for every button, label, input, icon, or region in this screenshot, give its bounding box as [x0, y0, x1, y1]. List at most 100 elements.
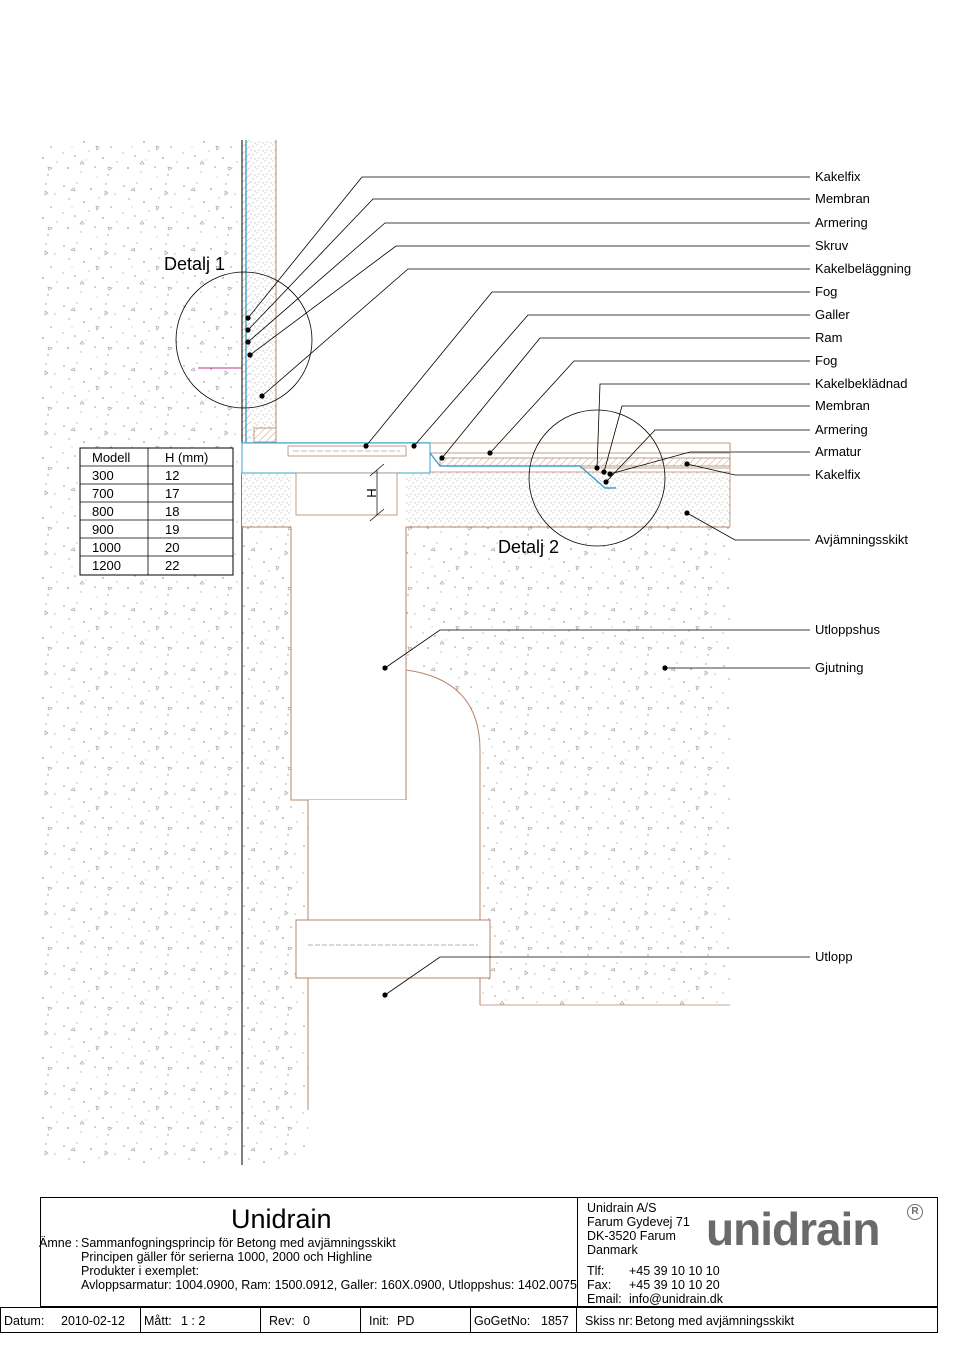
amne-line-3: Produkter i exemplet:	[81, 1264, 200, 1278]
leader-dot	[245, 339, 251, 345]
leader-dot	[684, 510, 690, 516]
amne-line-4: Avloppsarmatur: 1004.0900, Ram: 1500.091…	[81, 1278, 577, 1292]
callout-label: Armering	[815, 215, 868, 230]
skiss-label: Skiss nr:	[585, 1314, 633, 1328]
brand-title: Unidrain	[231, 1204, 332, 1234]
table-cell: 19	[165, 522, 179, 537]
table-header: H (mm)	[165, 450, 208, 465]
callout-label: Kakelbeläggning	[815, 261, 911, 276]
fax-value: +45 39 10 10 20	[629, 1278, 720, 1292]
table-cell: 1000	[92, 540, 121, 555]
init-label: Init:	[369, 1314, 390, 1328]
leader-line	[596, 383, 810, 469]
callout-label: Fog	[815, 353, 837, 368]
registered-icon: R	[907, 1204, 923, 1220]
skiss-value: Betong med avjämningsskikt	[635, 1314, 795, 1328]
callout-label: Membran	[815, 191, 870, 206]
company-name: Unidrain A/S	[587, 1201, 657, 1215]
table-cell: 800	[92, 504, 114, 519]
leader-line	[247, 198, 810, 331]
leader-dot	[247, 352, 253, 358]
leader-dot	[487, 450, 493, 456]
callout-label: Armatur	[815, 444, 862, 459]
callout-label: Kakelfix	[815, 467, 861, 482]
rev-label: Rev:	[269, 1314, 295, 1328]
leader-dot	[363, 443, 369, 449]
callout-label: Gjutning	[815, 660, 863, 675]
callout-label: Fog	[815, 284, 837, 299]
datum-value: 2010-02-12	[61, 1314, 125, 1328]
leader-line	[609, 451, 810, 475]
table-cell: 900	[92, 522, 114, 537]
leader-dot	[603, 479, 609, 485]
leader-line	[489, 360, 810, 454]
leader-dot	[382, 992, 388, 998]
callout-label: Kakelfix	[815, 169, 861, 184]
email-value[interactable]: info@unidrain.dk	[629, 1292, 723, 1306]
fax-label: Fax:	[587, 1278, 612, 1292]
table-cell: 22	[165, 558, 179, 573]
callout-label: Armering	[815, 422, 868, 437]
rev-value: 0	[303, 1314, 310, 1328]
amne-line-2: Principen gäller för serierna 1000, 2000…	[81, 1250, 373, 1264]
detail-2-circle	[528, 409, 666, 547]
company-country: Danmark	[587, 1243, 638, 1257]
leader-line	[413, 314, 810, 447]
table-cell: 300	[92, 468, 114, 483]
leader-dot	[411, 443, 417, 449]
drain-body	[290, 514, 407, 801]
leader-line	[605, 429, 810, 483]
leader-line	[686, 463, 810, 476]
floor-tile	[429, 442, 731, 454]
leader-line	[603, 405, 810, 473]
table-header: Modell	[92, 450, 130, 465]
callout-label: Skruv	[815, 238, 849, 253]
h-dimension-label: H	[364, 488, 379, 497]
leader-dot	[245, 315, 251, 321]
leader-dot	[594, 465, 600, 471]
leader-line	[261, 268, 810, 397]
leader-dot	[601, 469, 607, 475]
leader-line	[247, 222, 810, 343]
company-city: DK-3520 Farum	[587, 1229, 676, 1243]
table-cell: 20	[165, 540, 179, 555]
leader-dot	[607, 471, 613, 477]
datum-label: Datum:	[4, 1314, 45, 1328]
leader-dot	[439, 455, 445, 461]
email-label: Email:	[587, 1292, 622, 1306]
detail-1-label: Detalj 1	[164, 254, 225, 274]
leader-dot	[662, 665, 668, 671]
matt-label: Mått:	[144, 1314, 172, 1328]
company-street: Farum Gydevej 71	[587, 1215, 690, 1229]
amne-line-1: Sammanfogningsprincip för Betong med avj…	[81, 1236, 396, 1250]
detail-1-circle	[175, 271, 313, 409]
leader-line	[249, 245, 810, 356]
leader-dot	[382, 665, 388, 671]
concrete-wall	[40, 140, 242, 1165]
leader-line	[384, 956, 810, 996]
amne-label: Ämne :	[39, 1236, 79, 1250]
table-cell: 1200	[92, 558, 121, 573]
table-cell: 700	[92, 486, 114, 501]
callout-label: Utloppshus	[815, 622, 881, 637]
wall-screed	[250, 140, 276, 445]
callout-label: Utlopp	[815, 949, 853, 964]
table-cell: 18	[165, 504, 179, 519]
leader-line	[384, 629, 810, 669]
concrete-lower	[242, 1005, 308, 1165]
gogetno-label: GoGetNo:	[474, 1314, 531, 1328]
leader-line	[686, 512, 810, 541]
callout-label: Kakelbeklädnad	[815, 376, 908, 391]
table-cell: 17	[165, 486, 179, 501]
callout-label: Ram	[815, 330, 842, 345]
tlf-value: +45 39 10 10 10	[629, 1264, 720, 1278]
leader-line	[441, 337, 810, 459]
leader-dot	[245, 327, 251, 333]
callout-label: Membran	[815, 398, 870, 413]
init-value: PD	[397, 1314, 415, 1328]
leader-dot	[684, 461, 690, 467]
leader-line	[247, 176, 810, 319]
gogetno-value: 1857	[541, 1314, 569, 1328]
callout-label: Galler	[815, 307, 850, 322]
